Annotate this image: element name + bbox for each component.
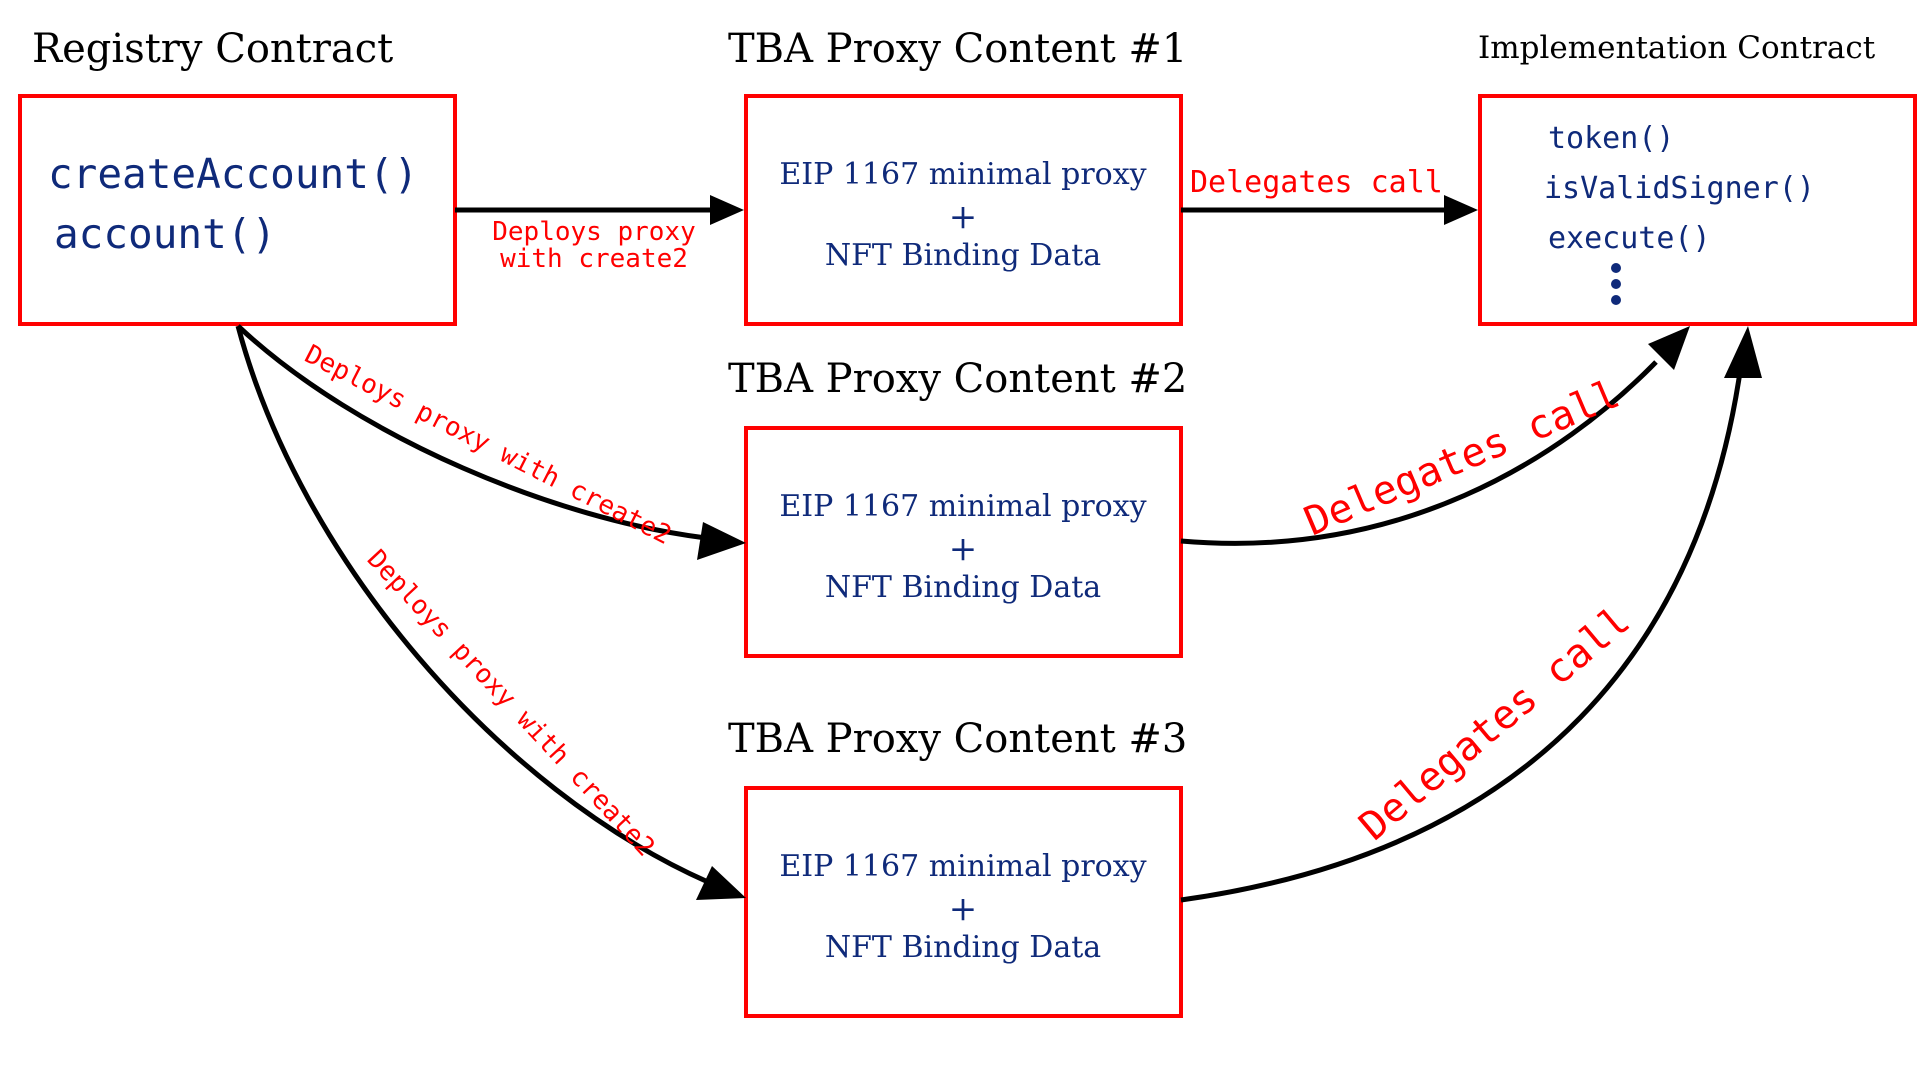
implementation-box — [1478, 94, 1917, 326]
edge-deploy-2 — [236, 324, 746, 560]
registry-box — [18, 94, 457, 326]
proxy-1-box — [744, 94, 1183, 326]
proxy-2-line1: EIP 1167 minimal proxy — [779, 489, 1146, 524]
edge-delegate-2 — [1180, 326, 1690, 546]
implementation-function-execute: execute() — [1548, 221, 1711, 256]
edge-deploy-1-label-line1: Deploys proxy — [492, 217, 696, 247]
proxy-3-line2: NFT Binding Data — [825, 930, 1101, 965]
implementation-title: Implementation Contract — [1478, 30, 1876, 66]
proxy-3-title: TBA Proxy Content #3 — [728, 716, 1187, 762]
edge-delegate-1 — [1181, 195, 1478, 225]
edge-delegate-3-label: Delegates call — [1351, 598, 1639, 850]
edge-delegate-2-label: Delegates call — [1298, 371, 1626, 545]
implementation-function-is-valid-signer: isValidSigner() — [1544, 171, 1815, 206]
proxy-1-line1: EIP 1167 minimal proxy — [779, 157, 1146, 192]
proxy-2-title: TBA Proxy Content #2 — [728, 356, 1187, 402]
proxy-3-line1: EIP 1167 minimal proxy — [779, 849, 1146, 884]
proxy-1-plus: + — [949, 197, 978, 237]
proxy-1-title: TBA Proxy Content #1 — [728, 26, 1187, 72]
proxy-3-plus: + — [949, 889, 978, 929]
edge-delegate-1-label: Delegates call — [1190, 165, 1443, 200]
registry-title: Registry Contract — [32, 26, 393, 72]
edge-deploy-1 — [455, 195, 744, 225]
proxy-2-box — [744, 426, 1183, 658]
edge-delegate-3 — [1180, 326, 1762, 903]
edge-deploy-1-label-line2: with create2 — [500, 244, 688, 274]
implementation-ellipsis-icon — [1611, 263, 1621, 305]
registry-function-account: account() — [54, 210, 276, 258]
edge-deploy-3-label: Deploys proxy with create2 — [361, 544, 661, 862]
edge-deploy-2-label: Deploys proxy with create2 — [300, 340, 676, 552]
registry-function-create-account: createAccount() — [48, 150, 418, 198]
implementation-function-token: token() — [1548, 121, 1674, 156]
proxy-1-line2: NFT Binding Data — [825, 238, 1101, 273]
proxy-3-box — [744, 786, 1183, 1018]
edge-deploy-3 — [235, 325, 746, 900]
proxy-2-plus: + — [949, 529, 978, 569]
proxy-2-line2: NFT Binding Data — [825, 570, 1101, 605]
